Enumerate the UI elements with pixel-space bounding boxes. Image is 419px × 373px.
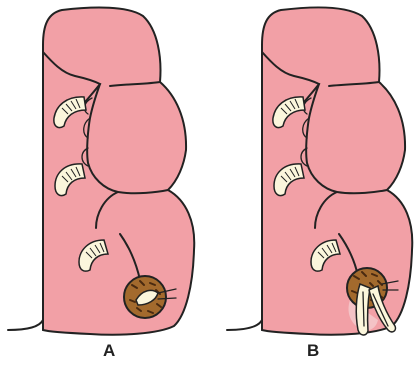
panel-b-label: B: [307, 341, 319, 361]
panel-b: [227, 8, 412, 336]
panel-b-outer-line: [227, 45, 262, 330]
panel-a-label: A: [103, 341, 115, 361]
panel-a: [8, 8, 194, 335]
panel-a-outer-line: [8, 45, 43, 330]
